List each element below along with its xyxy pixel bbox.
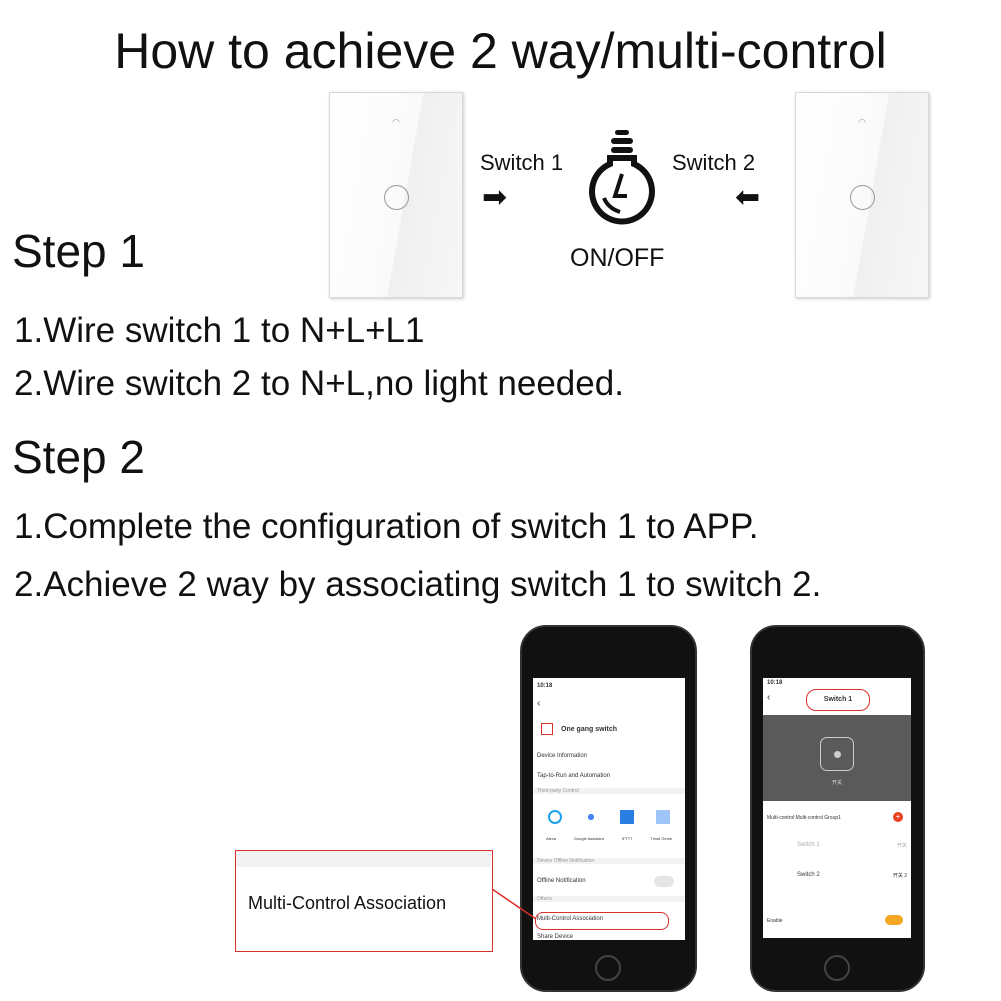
section-header: Third-party Control [533,788,685,794]
switch-panel-1: ◠ [329,92,463,298]
step2-heading: Step 2 [12,431,145,483]
multi-control-association-item[interactable]: Multi-Control Association [537,916,604,922]
switch-panel-2: ◠ [795,92,929,298]
wifi-icon: ◠ [858,117,866,127]
google-assistant-service[interactable]: Google Assistant [573,836,604,841]
offline-toggle[interactable] [654,876,674,887]
step2-line-1: 1.Complete the configuration of switch 1… [14,507,759,546]
home-button [595,955,621,981]
power-button[interactable] [820,737,854,771]
home-button [824,955,850,981]
status-time: 10:18 [537,683,553,689]
offline-notification-item: Offline Notification [537,878,586,884]
switch-device-icon [541,723,553,735]
ifttt-service[interactable]: IFTTT [621,836,633,841]
touch-button [384,185,409,210]
enable-toggle[interactable] [885,915,903,925]
arrow-left-icon: ⬅ [735,181,761,214]
page-title: How to achieve 2 way/multi-control [114,23,887,79]
screen-title: Switch 1 [806,689,870,711]
callout-box: Multi-Control Association [235,850,493,952]
back-icon[interactable]: ‹ [767,692,771,703]
switch2-label: Switch 2 [672,150,756,175]
callout-connector [491,888,537,920]
device-name[interactable]: One gang switch [561,726,618,733]
touch-button [850,185,875,210]
section-header: Device Offline Notification [533,858,685,864]
highlight-ring [535,912,669,930]
section-header: Others [533,896,685,902]
status-time: 10:18 [767,680,783,686]
enable-label: Enable [767,918,783,924]
callout-label: Multi-Control Association [248,893,447,913]
switch-header: 开关 [763,715,911,801]
device-information-item[interactable]: Device Information [537,753,588,759]
wifi-icon: ◠ [392,117,400,127]
phone2-screen: 10:18 ‹ Switch 1 开关 Multi-control:Multi-… [763,678,911,938]
tmall-genie-service[interactable]: Tmall Genie [650,836,673,841]
step2-line-2: 2.Achieve 2 way by associating switch 1 … [14,565,822,604]
switch-channel: 开关 2 [892,873,907,879]
switch1-label: Switch 1 [480,150,564,175]
group-name[interactable]: Multi-control:Multi-control Group1 [767,815,841,821]
step1-line-2: 2.Wire switch 2 to N+L,no light needed. [14,364,624,403]
back-icon[interactable]: ‹ [537,698,541,709]
arrow-right-icon: ➡ [482,181,508,214]
switch-channel: 开关 [896,843,907,849]
share-device-item[interactable]: Share Device [537,934,574,940]
switch-item-1[interactable]: Switch 1 [797,842,820,848]
tap-to-run-item[interactable]: Tap-to-Run and Automation [537,773,611,779]
add-icon[interactable]: + [893,812,903,822]
alexa-service[interactable]: Alexa [545,836,556,841]
step1-line-1: 1.Wire switch 1 to N+L+L1 [14,311,425,350]
on-off-label: ON/OFF [570,244,665,272]
switch-item-2[interactable]: Switch 2 [797,872,820,878]
phone1-screen: 10:18 ‹ One gang switch Device Informati… [533,678,685,940]
light-bulb-icon [589,130,655,225]
switch-name: 开关 [831,780,842,786]
step1-heading: Step 1 [12,225,145,277]
